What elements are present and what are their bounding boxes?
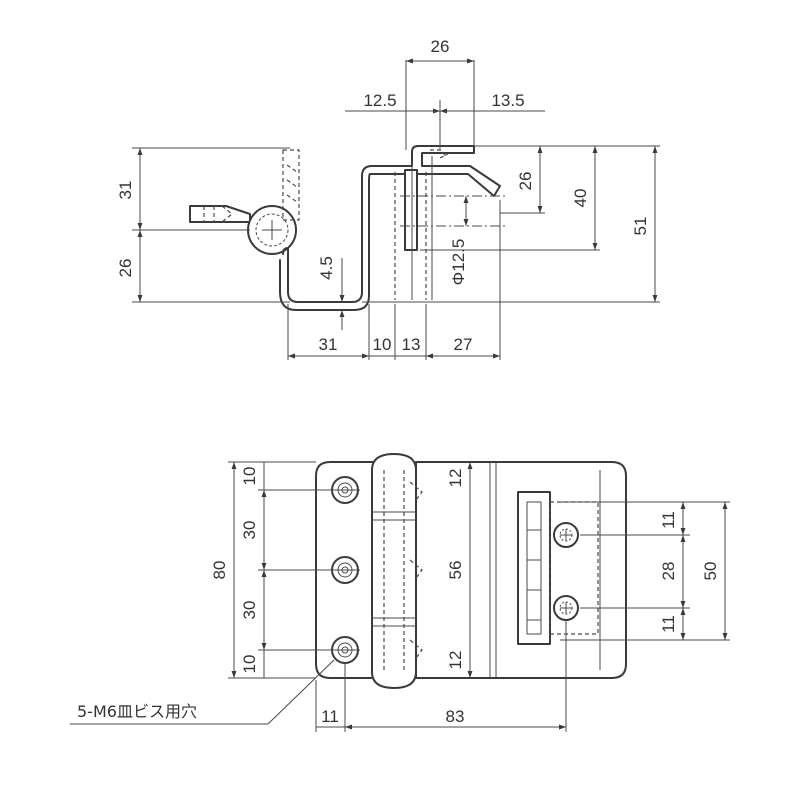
mounting-plate: [404, 169, 418, 251]
dim-31-left: 31: [116, 181, 135, 200]
dim-phi-12-5: Φ12.5: [449, 239, 468, 286]
knuckle-barrel: [371, 453, 417, 689]
side-view: 26 12.5 13.5 31 26 4.5 26 40 51 Φ12.5: [116, 37, 660, 360]
dim-12-bottom-center: 12: [446, 651, 465, 670]
dim-13-bottom: 13: [402, 335, 421, 354]
dim-51-right: 51: [631, 217, 650, 236]
dim-12-5-top: 12.5: [363, 91, 396, 110]
dim-83-bottom: 83: [446, 707, 465, 726]
dim-30-top-left: 30: [240, 521, 259, 540]
dim-10-top-left: 10: [240, 467, 259, 486]
dim-26-left: 26: [116, 259, 135, 278]
dim-11-bottom-right: 11: [659, 615, 678, 633]
plan-view: 80 10 30 30 10 12 56 12 11 28 11 50 11 8…: [70, 453, 730, 732]
dim-26-top: 26: [431, 37, 450, 56]
dim-10-bottom: 10: [373, 335, 392, 354]
dim-4-5: 4.5: [317, 256, 336, 280]
rotated-leaf-phantom: [282, 149, 300, 221]
dim-80-left: 80: [210, 561, 229, 580]
dim-50-right: 50: [701, 562, 720, 581]
dim-27-bottom: 27: [454, 335, 473, 354]
dim-31-bottom: 31: [319, 335, 338, 354]
dim-13-5-top: 13.5: [491, 91, 524, 110]
dim-56-center: 56: [446, 561, 465, 580]
dim-26-right: 26: [516, 172, 535, 191]
dim-30-bottom-left: 30: [240, 601, 259, 620]
dim-10-bottom-left: 10: [240, 655, 259, 674]
knuckle-profile: [247, 205, 297, 255]
screw-hole-5: [553, 595, 579, 621]
z-bent-leaf: [279, 145, 501, 311]
dim-12-top-center: 12: [446, 469, 465, 488]
screw-hole-4: [553, 522, 579, 548]
dim-40-right: 40: [571, 189, 590, 208]
slot-frame: [517, 491, 551, 645]
dim-11-top-right: 11: [659, 511, 678, 529]
left-leaf-profile: [189, 205, 251, 223]
screw-hole-callout: 5-M6皿ビス用穴: [77, 702, 197, 721]
dim-28-right: 28: [659, 562, 678, 581]
dim-11-bottom: 11: [321, 707, 339, 726]
